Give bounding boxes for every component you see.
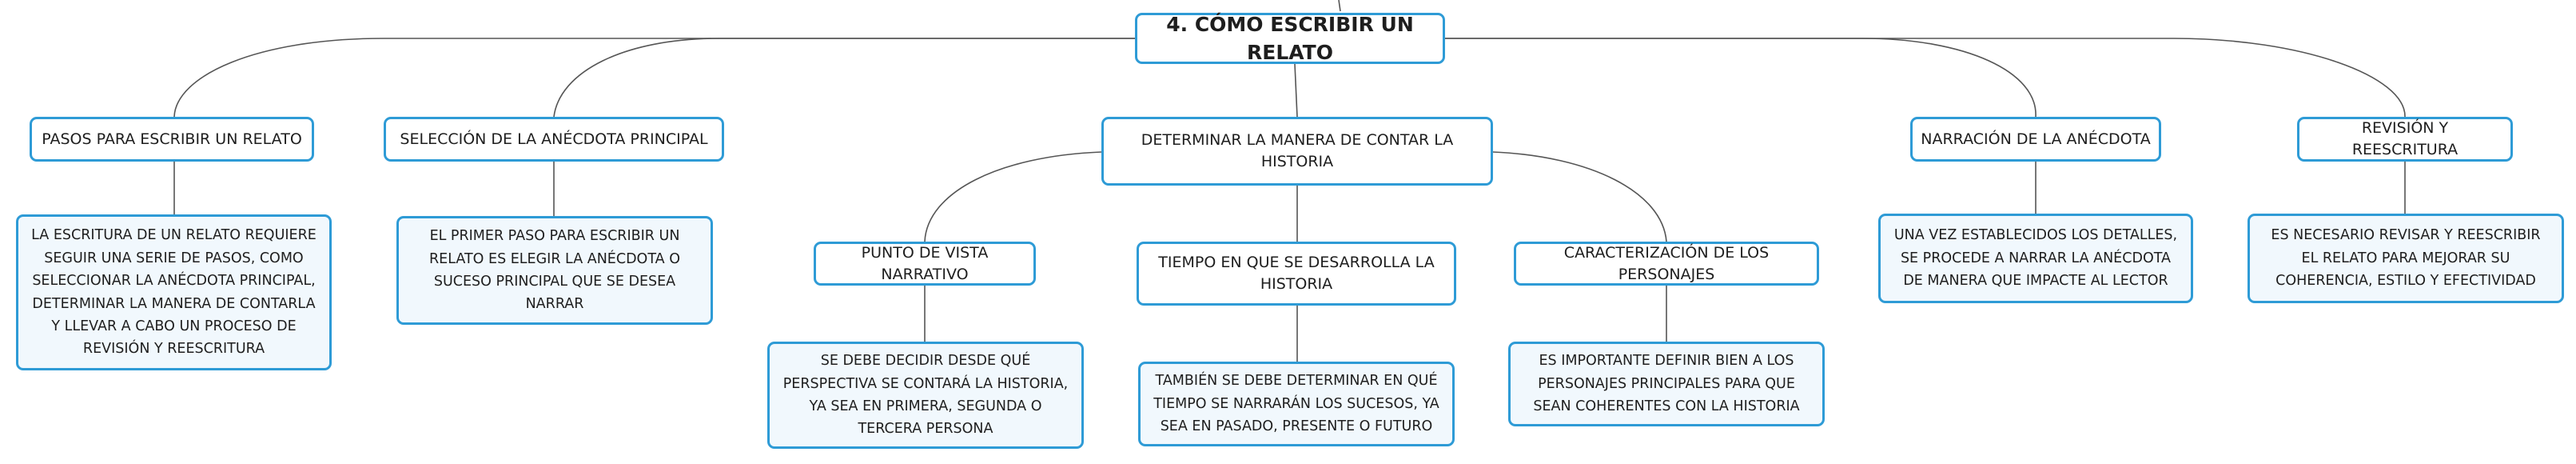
connector-root-determinar xyxy=(1294,63,1298,118)
detail-revision-reescritura[interactable]: ES NECESARIO REVISAR Y REESCRIBIR EL REL… xyxy=(2248,214,2564,303)
connector-root-pasos xyxy=(173,38,1135,118)
branch-label: SELECCIÓN DE LA ANÉCDOTA PRINCIPAL xyxy=(400,130,708,148)
branch-label: NARRACIÓN DE LA ANÉCDOTA xyxy=(1921,130,2151,148)
branch-pasos-para-escribir[interactable]: PASOS PARA ESCRIBIR UN RELATO xyxy=(30,117,314,162)
detail-punto-de-vista[interactable]: SE DEBE DECIDIR DESDE QUÉ PERSPECTIVA SE… xyxy=(767,342,1084,449)
subtopic-tiempo[interactable]: TIEMPO EN QUE SE DESARROLLA LA HISTORIA xyxy=(1137,242,1456,306)
detail-text: LA ESCRITURA DE UN RELATO REQUIERE SEGUI… xyxy=(31,227,317,358)
detail-text: EL PRIMER PASO PARA ESCRIBIR UN RELATO E… xyxy=(429,228,680,313)
branch-label: DETERMINAR LA MANERA DE CONTAR LA HISTOR… xyxy=(1141,131,1454,170)
detail-tiempo[interactable]: TAMBIÉN SE DEBE DETERMINAR EN QUÉ TIEMPO… xyxy=(1138,362,1455,446)
detail-text: UNA VEZ ESTABLECIDOS LOS DETALLES, SE PR… xyxy=(1893,227,2178,290)
detail-text: ES IMPORTANTE DEFINIR BIEN A LOS PERSONA… xyxy=(1533,353,1800,415)
subtopic-label: TIEMPO EN QUE SE DESARROLLA LA HISTORIA xyxy=(1158,254,1435,293)
connector-root-seleccion xyxy=(553,38,1135,118)
detail-seleccion-anecdota[interactable]: EL PRIMER PASO PARA ESCRIBIR UN RELATO E… xyxy=(396,216,713,325)
detail-text: SE DEBE DECIDIR DESDE QUÉ PERSPECTIVA SE… xyxy=(782,353,1069,438)
branch-label: REVISIÓN Y REESCRITURA xyxy=(2351,119,2459,158)
connector-determinar-punto xyxy=(924,151,1102,242)
subtopic-label: PUNTO DE VISTA NARRATIVO xyxy=(861,243,989,283)
connector-root-narracion xyxy=(1445,38,2037,118)
detail-narracion-anecdota[interactable]: UNA VEZ ESTABLECIDOS LOS DETALLES, SE PR… xyxy=(1878,214,2193,303)
detail-text: TAMBIÉN SE DEBE DETERMINAR EN QUÉ TIEMPO… xyxy=(1153,373,1439,435)
root-topic-label: 4. CÓMO ESCRIBIR UN RELATO xyxy=(1166,12,1414,65)
root-topic[interactable]: 4. CÓMO ESCRIBIR UN RELATO xyxy=(1135,13,1445,64)
branch-revision-reescritura[interactable]: REVISIÓN Y REESCRITURA xyxy=(2297,117,2513,162)
subtopic-label: CARACTERIZACIÓN DE LOS PERSONAJES xyxy=(1563,243,1770,283)
branch-label: PASOS PARA ESCRIBIR UN RELATO xyxy=(42,130,302,148)
subtopic-punto-de-vista[interactable]: PUNTO DE VISTA NARRATIVO xyxy=(814,242,1036,286)
subtopic-caracterizacion[interactable]: CARACTERIZACIÓN DE LOS PERSONAJES xyxy=(1514,242,1819,286)
detail-text: ES NECESARIO REVISAR Y REESCRIBIR EL REL… xyxy=(2271,227,2541,290)
detail-pasos-para-escribir[interactable]: LA ESCRITURA DE UN RELATO REQUIERE SEGUI… xyxy=(16,214,332,370)
branch-determinar-manera[interactable]: DETERMINAR LA MANERA DE CONTAR LA HISTOR… xyxy=(1101,117,1493,186)
connector-root-revision xyxy=(1445,38,2406,118)
connector-determinar-caracter xyxy=(1492,151,1667,242)
detail-caracterizacion[interactable]: ES IMPORTANTE DEFINIR BIEN A LOS PERSONA… xyxy=(1508,342,1825,426)
branch-narracion-anecdota[interactable]: NARRACIÓN DE LA ANÉCDOTA xyxy=(1910,117,2161,162)
branch-seleccion-anecdota[interactable]: SELECCIÓN DE LA ANÉCDOTA PRINCIPAL xyxy=(384,117,724,162)
